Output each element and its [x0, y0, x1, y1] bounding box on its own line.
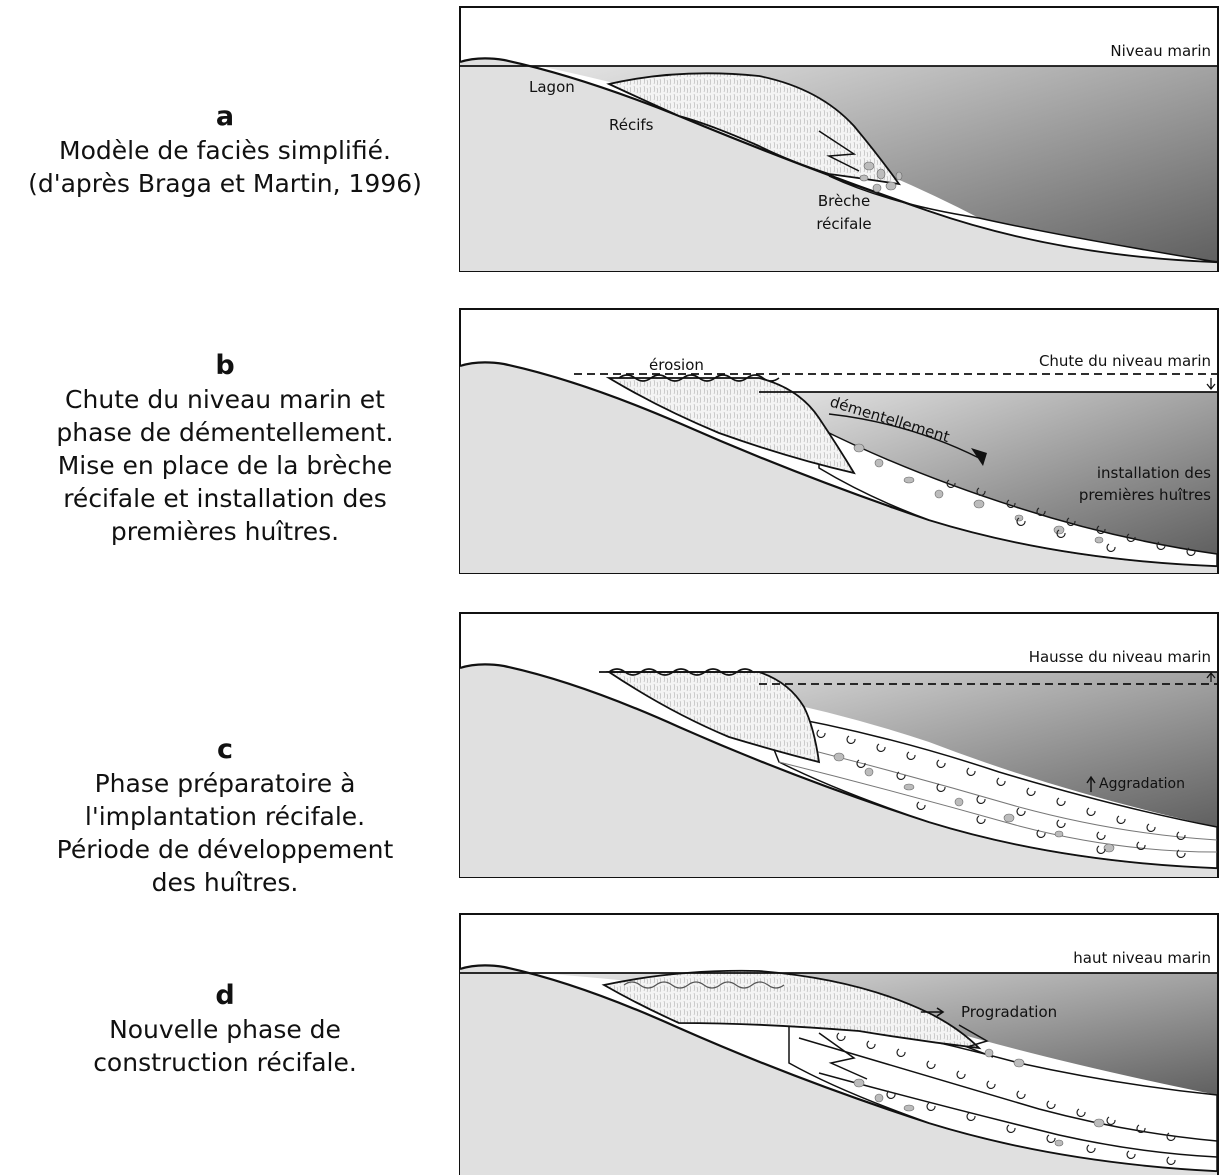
- progradation-arrow: [921, 1007, 945, 1017]
- label-progradation: Progradation: [961, 1003, 1057, 1021]
- sea-body: [539, 973, 1217, 1095]
- reef-interfinger-1: [818, 1032, 868, 1080]
- panel-a: Niveau marin Lagon Récifs Brèche récifal…: [459, 6, 1219, 272]
- label-sea-level: Chute du niveau marin: [1039, 352, 1211, 370]
- panel-a-diagram: Niveau marin Lagon Récifs Brèche récifal…: [459, 6, 1219, 272]
- oyster-wedge: [757, 711, 1218, 869]
- caption-a-line-1: Modèle de faciès simplifié.: [59, 136, 391, 165]
- eroded-reef-body: [605, 377, 856, 475]
- caption-c-line-2: l'implantation récifale.: [84, 802, 366, 831]
- reef-interfinger-2: [958, 1024, 994, 1058]
- breccia-blocks: [859, 161, 903, 193]
- oyster-layer-line-1: [798, 1037, 1218, 1142]
- label-oysters-1: installation des: [1097, 464, 1211, 482]
- erosion-surface: [608, 668, 754, 676]
- reef-interfinger: [818, 130, 860, 172]
- caption-b-line-3: Mise en place de la brèche: [57, 451, 393, 480]
- panel-d: haut niveau marin Progradation: [459, 913, 1219, 1175]
- dismantling-arrowhead: [971, 448, 987, 466]
- dismantling-arrow: [828, 413, 980, 459]
- label-breccia-2: récifale: [816, 215, 871, 233]
- caption-b-line-4: récifale et installation des: [63, 484, 387, 513]
- caption-d-line-2: construction récifale.: [93, 1048, 357, 1077]
- caption-a: a Modèle de faciès simplifié. (d'après B…: [0, 100, 450, 200]
- oyster-symbols: [816, 729, 1186, 859]
- oyster-layer-line-2: [818, 1072, 1218, 1158]
- sea-rise-arrow: [1206, 671, 1216, 682]
- substrate: [460, 965, 1217, 1175]
- label-lagoon: Lagon: [529, 78, 575, 96]
- breccia-blocks: [833, 752, 1115, 853]
- caption-c-line-1: Phase préparatoire à: [94, 769, 356, 798]
- breccia-wedge: [818, 426, 1218, 567]
- caption-c-line-4: des huîtres.: [151, 868, 299, 897]
- label-oysters-2: premières huîtres: [1079, 486, 1211, 504]
- label-reefs: Récifs: [609, 116, 654, 134]
- panel-letter-d: d: [215, 980, 235, 1011]
- panel-letter-a: a: [215, 101, 235, 132]
- sea-body: [599, 672, 1217, 827]
- breccia-blocks: [853, 443, 1104, 544]
- panel-b: Chute du niveau marin érosion démentelle…: [459, 308, 1219, 574]
- sea-body: [759, 392, 1217, 554]
- label-erosion: érosion: [649, 356, 704, 374]
- label-sea-level: Hausse du niveau marin: [1029, 648, 1211, 666]
- label-sea-level: Niveau marin: [1110, 42, 1211, 60]
- oyster-symbols: [946, 479, 1196, 557]
- reef-body: [606, 671, 821, 764]
- substrate: [460, 362, 1217, 573]
- panel-c-diagram: Hausse du niveau marin Aggradation: [459, 612, 1219, 878]
- caption-c-line-3: Période de développement: [56, 835, 394, 864]
- erosion-surface: [618, 374, 780, 382]
- caption-a-line-2: (d'après Braga et Martin, 1996): [28, 169, 422, 198]
- oyster-symbols: [836, 1032, 1176, 1166]
- caption-b-line-1: Chute du niveau marin et: [65, 385, 385, 414]
- panel-letter-c: c: [216, 734, 233, 765]
- label-sea-level: haut niveau marin: [1073, 949, 1211, 967]
- reef-body: [606, 72, 901, 186]
- aggradation-arrow: [1086, 775, 1096, 792]
- caption-d: d Nouvelle phase de construction récifal…: [0, 979, 450, 1079]
- breccia-blocks: [853, 1048, 1105, 1147]
- reef-body: [601, 969, 982, 1050]
- caption-b: b Chute du niveau marin et phase de déme…: [0, 349, 450, 548]
- inner-layer-line: [778, 761, 1218, 853]
- substrate: [460, 58, 1217, 272]
- breccia-wedge: [828, 175, 1218, 263]
- buried-erosion-surface: [623, 981, 785, 989]
- inner-layer-line-2: [778, 741, 1218, 841]
- caption-c: c Phase préparatoire à l'implantation ré…: [0, 733, 450, 899]
- panel-d-diagram: haut niveau marin Progradation: [459, 913, 1219, 1175]
- sea-fall-arrow: [1206, 378, 1216, 391]
- label-aggradation: Aggradation: [1099, 776, 1185, 792]
- caption-b-line-2: phase de démentellement.: [56, 418, 394, 447]
- label-breccia-1: Brèche: [818, 192, 870, 210]
- substrate: [460, 664, 1217, 877]
- panel-b-diagram: Chute du niveau marin érosion démentelle…: [459, 308, 1219, 574]
- caption-d-line-1: Nouvelle phase de: [109, 1015, 341, 1044]
- panel-c: Hausse du niveau marin Aggradation: [459, 612, 1219, 878]
- caption-b-line-5: premières huîtres.: [110, 517, 340, 546]
- panel-letter-b: b: [215, 350, 235, 381]
